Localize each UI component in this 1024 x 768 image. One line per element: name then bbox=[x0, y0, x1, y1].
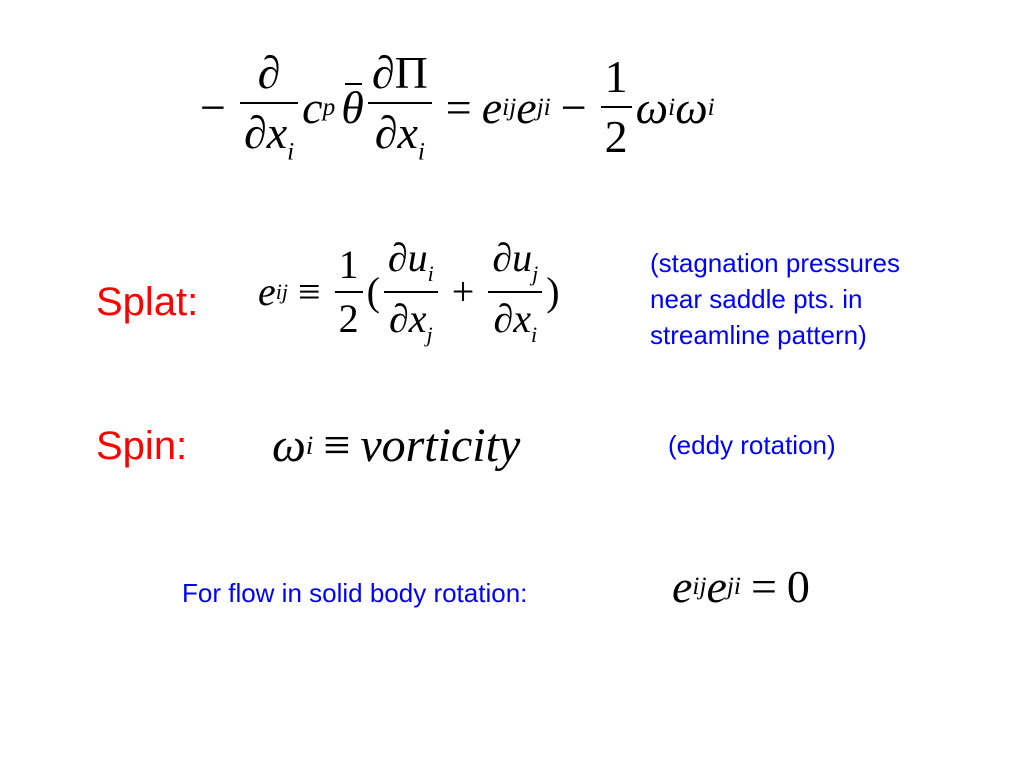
strain-subscript: ji bbox=[726, 572, 741, 600]
dui-dxj-fraction: ∂ui ∂xj bbox=[383, 235, 438, 347]
fraction-denominator: ∂xi bbox=[243, 107, 295, 166]
open-paren: ( bbox=[366, 269, 380, 315]
solid-body-label: For flow in solid body rotation: bbox=[182, 578, 528, 608]
splat-label: Splat: bbox=[96, 280, 199, 324]
omega-subscript: i bbox=[305, 430, 314, 460]
equals-sign: = bbox=[445, 81, 472, 133]
specific-heat-subscript: p bbox=[322, 92, 336, 121]
strain-symbol: e bbox=[481, 81, 503, 133]
equals-sign: = bbox=[750, 561, 777, 612]
fraction-numerator: ∂ui bbox=[387, 235, 434, 286]
one-half-fraction: 1 2 bbox=[600, 51, 632, 163]
fraction-denominator: 2 bbox=[338, 295, 359, 341]
fraction-bar bbox=[239, 102, 299, 104]
spin-note: (eddy rotation) bbox=[668, 430, 836, 460]
plus-sign: + bbox=[451, 269, 475, 315]
strain-symbol: e bbox=[672, 561, 693, 612]
fraction-denominator: 2 bbox=[604, 111, 628, 163]
fraction-bar bbox=[383, 290, 438, 293]
fraction-numerator: ∂Π bbox=[371, 47, 428, 98]
fraction-numerator: 1 bbox=[338, 241, 359, 287]
splat-note-line: (stagnation pressures bbox=[650, 248, 901, 278]
fraction-denominator: ∂xi bbox=[374, 107, 425, 166]
strain-symbol: e bbox=[706, 561, 727, 612]
strain-subscript: ij bbox=[275, 278, 288, 304]
pi-derivative-fraction: ∂Π ∂xi bbox=[367, 47, 432, 166]
duj-dxi-fraction: ∂uj ∂xi bbox=[488, 235, 543, 347]
omega-symbol: ω bbox=[675, 81, 708, 133]
vorticity-word: vorticity bbox=[360, 419, 521, 472]
fraction-numerator: ∂ bbox=[257, 47, 281, 98]
minus-sign: − bbox=[200, 81, 226, 133]
equiv-sign: ≡ bbox=[323, 419, 351, 472]
close-paren: ) bbox=[546, 269, 560, 315]
omega-symbol: ω bbox=[635, 81, 669, 133]
splat-note: (stagnation pressures near saddle pts. i… bbox=[650, 245, 900, 353]
fraction-denominator: ∂xi bbox=[493, 295, 538, 347]
strain-subscript: ij bbox=[692, 572, 707, 600]
fraction-bar bbox=[367, 102, 432, 104]
spin-label: Spin: bbox=[96, 424, 188, 468]
fraction-bar bbox=[600, 106, 632, 109]
omega-subscript: i bbox=[668, 92, 676, 121]
strain-subscript: ij bbox=[502, 92, 517, 121]
omega-subscript: i bbox=[707, 92, 715, 121]
partial-derivative-fraction: ∂ ∂xi bbox=[239, 47, 299, 166]
strain-subscript: ji bbox=[536, 92, 551, 121]
fraction-bar bbox=[488, 290, 543, 293]
omega-symbol: ω bbox=[272, 419, 306, 472]
equiv-sign: ≡ bbox=[298, 269, 321, 315]
fraction-denominator: ∂xj bbox=[389, 295, 433, 347]
one-half-fraction: 1 2 bbox=[334, 241, 363, 341]
strain-symbol: e bbox=[258, 269, 276, 315]
splat-note-line: streamline pattern) bbox=[650, 320, 867, 350]
fraction-bar bbox=[334, 290, 363, 293]
specific-heat-symbol: c bbox=[302, 81, 323, 133]
zero-value: 0 bbox=[786, 561, 810, 612]
theta-bar-symbol: θ bbox=[341, 81, 364, 133]
splat-note-line: near saddle pts. in bbox=[650, 284, 863, 314]
fraction-numerator: 1 bbox=[604, 51, 628, 103]
fraction-numerator: ∂uj bbox=[492, 235, 539, 286]
minus-sign: − bbox=[560, 81, 587, 133]
strain-symbol: e bbox=[516, 81, 537, 133]
